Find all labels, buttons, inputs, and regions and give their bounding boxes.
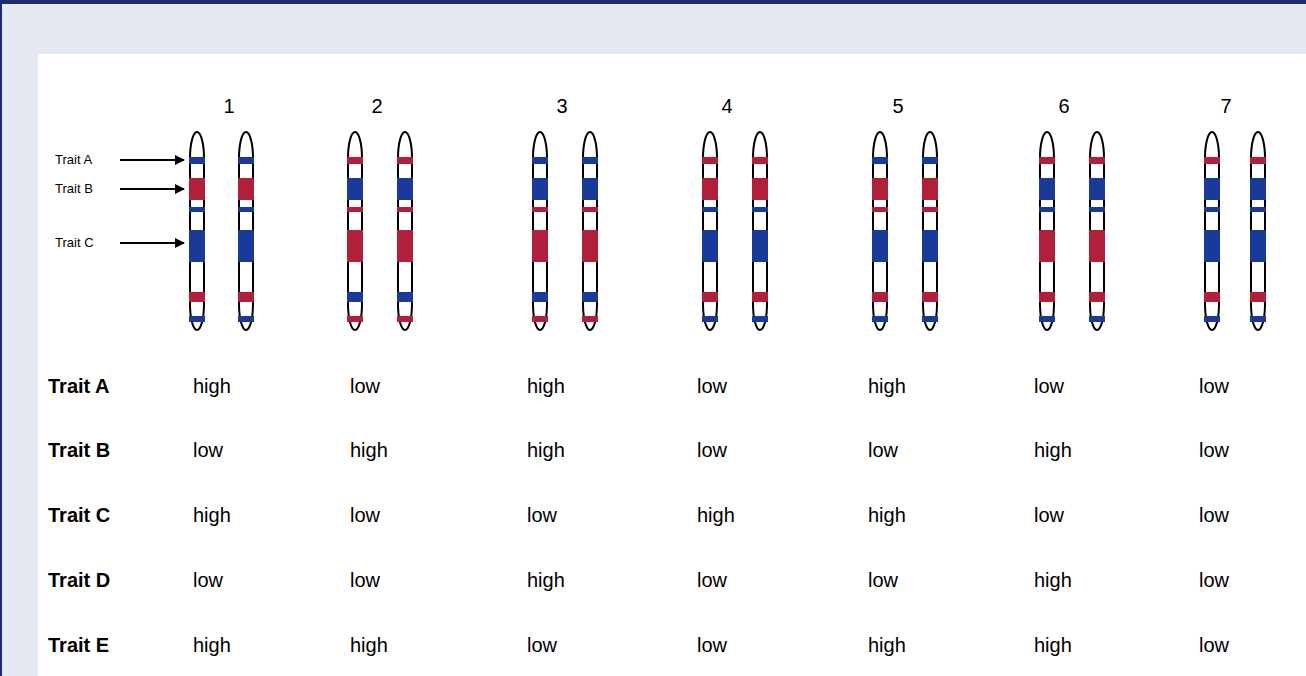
table-cell: low xyxy=(1199,375,1229,397)
table-cell: low xyxy=(1034,375,1064,397)
table-cell: high xyxy=(868,375,906,397)
table-cell: high xyxy=(1034,569,1072,591)
table-cell: high xyxy=(868,504,906,526)
table-cell: low xyxy=(350,375,380,397)
table-cell: low xyxy=(350,569,380,591)
row-header: Trait B xyxy=(48,439,110,461)
arrow-label: Trait A xyxy=(55,149,92,171)
table-cell: high xyxy=(350,634,388,656)
table-cell: low xyxy=(868,569,898,591)
table-cell: low xyxy=(697,439,727,461)
pair-number: 6 xyxy=(1058,95,1069,117)
row-header: Trait C xyxy=(48,504,110,526)
table-cell: high xyxy=(868,634,906,656)
row-header: Trait D xyxy=(48,569,110,591)
table-cell: high xyxy=(350,439,388,461)
table-cell: low xyxy=(1199,634,1229,656)
pair-number: 1 xyxy=(223,95,234,117)
table-cell: low xyxy=(1034,504,1064,526)
table-cell: low xyxy=(1199,569,1229,591)
row-header: Trait E xyxy=(48,634,109,656)
row-header: Trait A xyxy=(48,375,110,397)
pair-number: 3 xyxy=(556,95,567,117)
table-cell: high xyxy=(697,504,735,526)
table-cell: low xyxy=(697,569,727,591)
table-cell: high xyxy=(527,569,565,591)
table-cell: low xyxy=(193,439,223,461)
table-cell: high xyxy=(193,634,231,656)
pair-number: 4 xyxy=(721,95,732,117)
table-cell: low xyxy=(1199,504,1229,526)
pair-number: 2 xyxy=(371,95,382,117)
pair-number: 5 xyxy=(892,95,903,117)
table-cell: low xyxy=(527,634,557,656)
table-cell: low xyxy=(1199,439,1229,461)
table-cell: high xyxy=(193,504,231,526)
table-cell: high xyxy=(1034,439,1072,461)
table-cell: low xyxy=(350,504,380,526)
table-cell: low xyxy=(697,634,727,656)
table-cell: low xyxy=(193,569,223,591)
table-cell: high xyxy=(527,439,565,461)
table-cell: low xyxy=(697,375,727,397)
table-cell: high xyxy=(527,375,565,397)
table-cell: low xyxy=(868,439,898,461)
arrow-label: Trait C xyxy=(55,232,94,254)
arrow-label: Trait B xyxy=(55,178,93,200)
table-cell: low xyxy=(527,504,557,526)
table-cell: high xyxy=(1034,634,1072,656)
pair-number: 7 xyxy=(1220,95,1231,117)
table-cell: high xyxy=(193,375,231,397)
